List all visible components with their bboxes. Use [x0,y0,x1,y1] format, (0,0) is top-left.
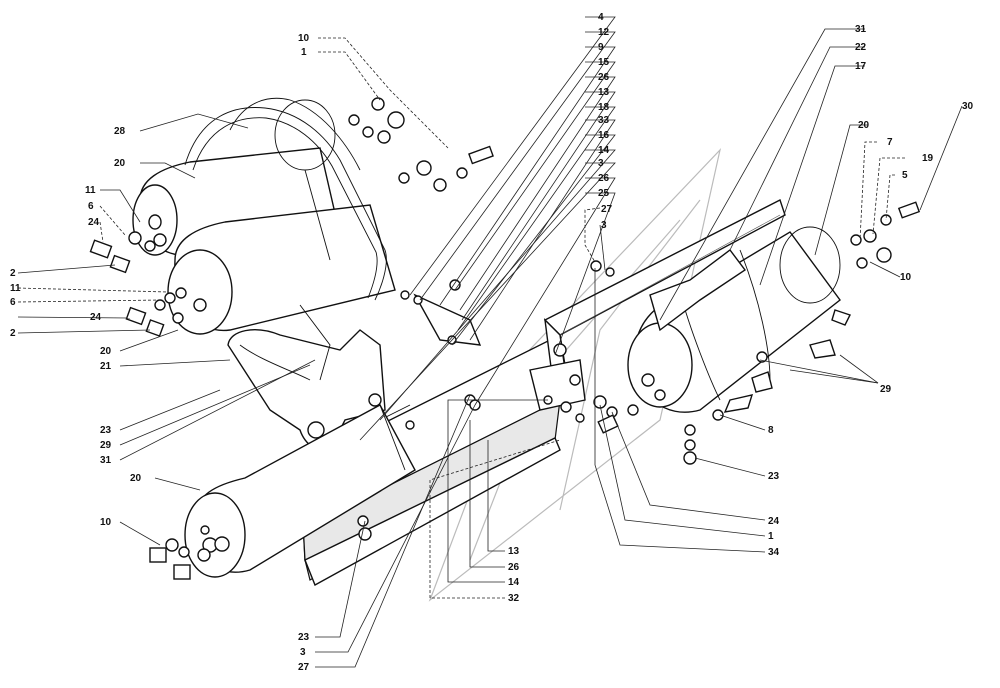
callout-34: 34 [768,547,780,558]
callout-24: 24 [768,516,780,527]
callout-24: 24 [88,217,100,228]
callout-16: 16 [598,130,610,141]
callout-12: 12 [598,27,610,38]
left-fittings [89,231,184,337]
callout-20: 20 [114,158,126,169]
callout-11: 11 [10,283,21,294]
callout-19: 19 [922,153,934,164]
center-clamps [400,260,615,423]
callout-24: 24 [90,312,102,323]
callout-33: 33 [598,115,610,126]
top-fittings [348,97,494,192]
callout-2: 2 [10,328,16,339]
callout-29: 29 [100,440,112,451]
upper-tank-assembly [89,97,494,452]
callout-3: 3 [601,220,607,231]
callout-10: 10 [900,272,912,283]
callout-26: 26 [508,562,520,573]
callout-28: 28 [114,126,126,137]
right-tank [593,201,921,465]
callout-23: 23 [768,471,780,482]
callout-3: 3 [300,647,306,658]
lower-tank [149,404,416,580]
callout-29: 29 [880,384,892,395]
callout-14: 14 [508,577,520,588]
callout-25: 25 [598,188,610,199]
callout-10: 10 [298,33,310,44]
callout-27: 27 [601,204,613,215]
callout-26: 26 [598,173,610,184]
callout-32: 32 [508,593,520,604]
callout-8: 8 [768,425,774,436]
callout-20: 20 [858,120,870,131]
callout-31: 31 [855,24,867,35]
callout-11: 11 [85,185,96,196]
callout-23: 23 [298,632,310,643]
callout-23: 23 [100,425,112,436]
callout-18: 18 [598,102,610,113]
callout-4: 4 [598,12,604,23]
callout-9: 9 [598,42,604,53]
callout-20: 20 [130,473,142,484]
callout-20: 20 [100,346,112,357]
callout-1: 1 [301,47,307,58]
callout-31: 31 [100,455,112,466]
callout-1: 1 [768,531,774,542]
callout-15: 15 [598,57,610,68]
callout-13: 13 [508,546,520,557]
callout-labels: 10 1 28 20 11 6 24 2 11 6 24 2 20 21 23 … [10,12,974,673]
callout-21: 21 [100,361,112,372]
callout-26: 26 [598,72,610,83]
callout-14: 14 [598,145,610,156]
callout-27: 27 [298,662,310,673]
callout-6: 6 [10,297,16,308]
callout-6: 6 [88,201,94,212]
callout-5: 5 [902,170,908,181]
callout-17: 17 [855,61,867,72]
callout-3: 3 [598,158,604,169]
leader-lines [17,16,963,668]
callout-10: 10 [100,517,112,528]
callout-22: 22 [855,42,867,53]
callout-7: 7 [887,137,893,148]
callout-30: 30 [962,101,974,112]
callout-2: 2 [10,268,16,279]
callout-13: 13 [598,87,610,98]
